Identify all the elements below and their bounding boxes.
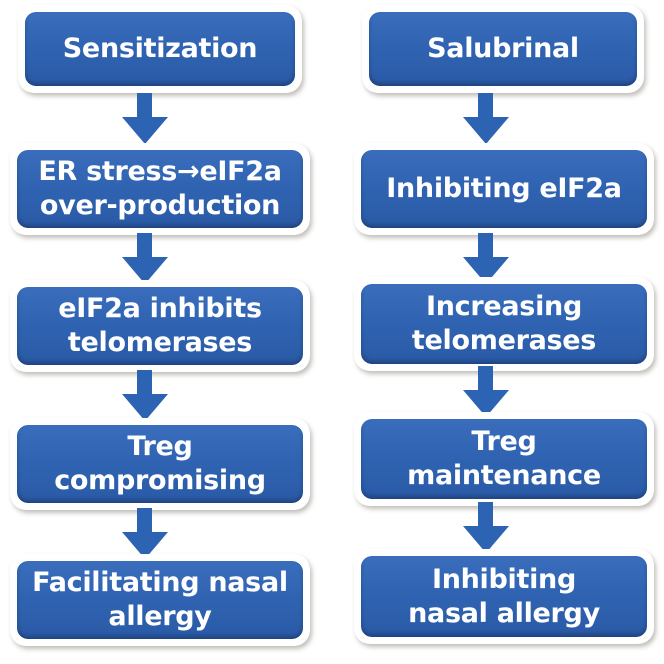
left-step-label: Facilitating nasal allergy [17, 561, 303, 639]
down-arrow-icon [463, 366, 509, 417]
down-arrow-icon [463, 502, 509, 553]
right-step-label: Salubrinal [369, 12, 637, 86]
down-arrow-icon [122, 233, 168, 284]
down-arrow-icon [463, 233, 509, 284]
right-step-label: Increasing telomerases [361, 284, 647, 364]
right-step-inhibiting-eif2a: Inhibiting eIF2a [354, 143, 654, 235]
down-arrow-icon [122, 93, 168, 144]
left-step-er-stress: ER stress→eIF2a over-production [10, 143, 310, 235]
right-step-salubrinal: Salubrinal [362, 5, 644, 93]
left-step-label: Treg compromising [17, 425, 303, 503]
right-step-label: Inhibiting eIF2a [361, 150, 647, 228]
down-arrow-icon [463, 93, 509, 144]
down-arrow-icon [122, 370, 168, 421]
left-step-eif2a-inhibits: eIF2a inhibits telomerases [10, 280, 310, 372]
right-step-treg-maintenance: Treg maintenance [354, 412, 654, 506]
left-step-facilitating-allergy: Facilitating nasal allergy [10, 554, 310, 646]
right-step-label: Treg maintenance [361, 419, 647, 499]
left-step-sensitization: Sensitization [18, 5, 302, 93]
down-arrow-icon [122, 508, 168, 559]
left-step-label: Sensitization [25, 12, 295, 86]
right-step-label: Inhibiting nasal allergy [361, 556, 647, 637]
left-step-label: ER stress→eIF2a over-production [17, 150, 303, 228]
left-step-label: eIF2a inhibits telomerases [17, 287, 303, 365]
left-step-treg-compromising: Treg compromising [10, 418, 310, 510]
right-step-increasing-telomerases: Increasing telomerases [354, 277, 654, 371]
right-step-inhibiting-allergy: Inhibiting nasal allergy [354, 549, 654, 644]
